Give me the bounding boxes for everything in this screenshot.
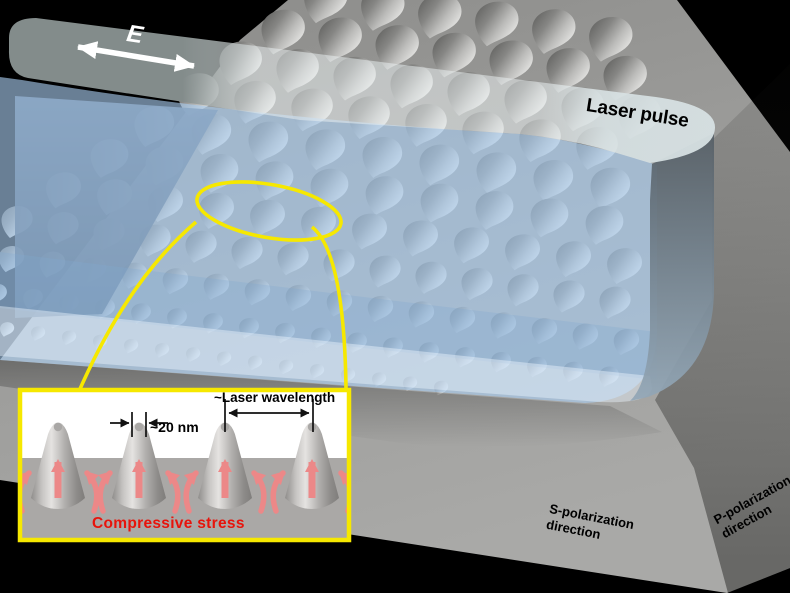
- tip-width-measure: [110, 412, 168, 437]
- inset-content: [22, 399, 347, 538]
- callout-line-left: [78, 220, 198, 390]
- inset-border: [17, 387, 352, 543]
- inset-cone-tip: [53, 422, 63, 432]
- tip-size-label: ~20 nm: [150, 419, 199, 435]
- compressive-stress-label: Compressive stress: [92, 515, 245, 532]
- stress-curved-arrow-icon: [270, 470, 286, 514]
- stress-curved-arrow-icon: [22, 470, 32, 514]
- stress-curved-arrow-icon: [338, 470, 347, 514]
- stress-curved-arrow-icon: [251, 470, 267, 514]
- inset-cones: [22, 422, 347, 514]
- stress-curved-arrow-icon: [165, 470, 181, 514]
- stress-curved-arrow-icon: [84, 470, 100, 514]
- wavelength-label: ~Laser wavelength: [214, 390, 336, 405]
- callout-line-right: [310, 225, 348, 389]
- e-field-double-arrow-icon: [77, 41, 195, 72]
- substrate-side-face: [655, 64, 790, 593]
- laser-slab-right-face: [630, 133, 714, 401]
- inset-cone-tip: [307, 422, 317, 432]
- stress-curved-arrow-icon: [97, 470, 113, 514]
- stress-curved-arrow-icon: [183, 470, 199, 514]
- wavelength-measure: [224, 399, 314, 432]
- highlight-ellipse: [195, 180, 343, 242]
- laser-slab-front-face: [0, 77, 657, 403]
- inset-cone-tip: [134, 422, 144, 432]
- laser-slab-bottom-band: [0, 306, 652, 403]
- laser-slab-band: [0, 252, 657, 380]
